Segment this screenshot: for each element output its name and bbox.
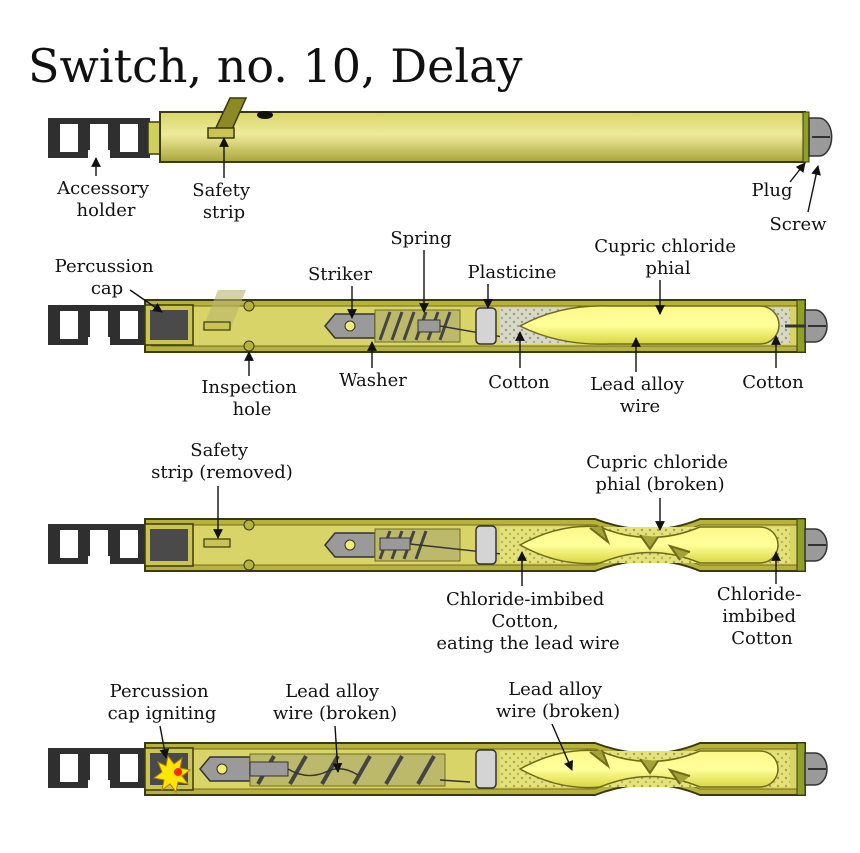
view-section: Percussion cap Striker Spring Plasticine…: [48, 228, 828, 420]
label-screw: Screw: [769, 214, 827, 235]
label-chloride-cotton-right: Chloride- imbibed Cotton: [717, 584, 807, 649]
label-plug: Plug: [752, 180, 793, 201]
label-safety-strip-removed: Safety strip (removed): [151, 440, 293, 483]
label-lead-alloy-wire: Lead alloy wire: [590, 374, 690, 417]
label-wire-broken-right: Lead alloy wire (broken): [496, 679, 620, 722]
phial-shape: [518, 305, 780, 345]
accessory-holder-shape: [48, 118, 150, 158]
label-inspection-hole: Inspection hole: [201, 377, 302, 420]
label-washer: Washer: [339, 370, 407, 391]
plug-shape: [802, 111, 810, 163]
label-phial-broken: Cupric chloride phial (broken): [586, 452, 734, 495]
view-exterior: Accessory holder Safety strip Plug Screw: [48, 97, 833, 235]
label-cotton-right: Cotton: [742, 372, 804, 393]
label-plasticine: Plasticine: [468, 262, 557, 283]
label-striker: Striker: [308, 264, 372, 285]
view-firing: Percussion cap igniting Lead alloy wire …: [48, 679, 828, 796]
plasticine-shape: [475, 307, 497, 345]
label-chloride-cotton-left: Chloride-imbibed Cotton, eating the lead…: [436, 589, 619, 654]
label-safety-strip: Safety strip: [192, 180, 256, 223]
label-accessory-holder: Accessory holder: [56, 178, 155, 221]
label-percussion-cap-igniting: Percussion cap igniting: [108, 681, 217, 724]
label-percussion-cap: Percussion cap: [55, 256, 160, 299]
label-cotton-left: Cotton: [488, 372, 550, 393]
tube-body: [159, 111, 806, 163]
label-cupric-chloride-phial: Cupric chloride phial: [594, 236, 742, 279]
view-phial-broken: Safety strip (removed) Cupric chloride p…: [48, 440, 828, 654]
label-wire-broken-left: Lead alloy wire (broken): [273, 681, 397, 724]
ignition-flash-icon: [152, 754, 192, 794]
diagram-title: Switch, no. 10, Delay: [28, 39, 522, 93]
label-spring: Spring: [390, 228, 451, 249]
